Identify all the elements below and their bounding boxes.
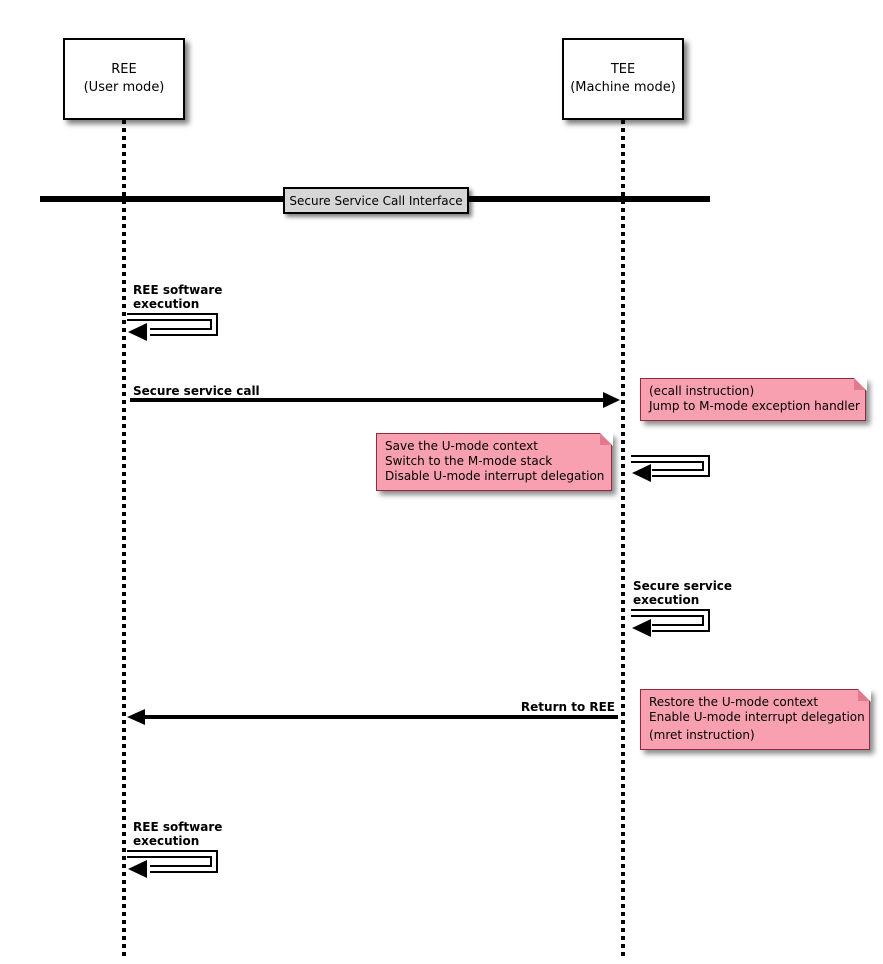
note-line: Enable U-mode interrupt delegation	[649, 710, 865, 724]
note-line: Disable U-mode interrupt delegation	[385, 469, 605, 483]
self-arrow-ree-software-1	[127, 313, 218, 341]
note-line: Restore the U-mode context	[649, 695, 819, 709]
actor-box-ree: REE (User mode)	[63, 38, 185, 120]
divider-label: Secure Service Call Interface	[283, 187, 469, 214]
self-arrow-tee-secure-execution	[631, 609, 710, 637]
message-label-line: execution	[133, 834, 200, 848]
divider-label-text: Secure Service Call Interface	[289, 193, 463, 208]
note-line: Switch to the M-mode stack	[385, 454, 553, 468]
actor-name-ree: REE	[111, 62, 137, 77]
note-save-u-mode-context: Save the U-mode context Switch to the M-…	[376, 432, 613, 491]
lifeline-tee	[621, 120, 625, 957]
note-restore-u-mode-context: Restore the U-mode context Enable U-mode…	[640, 688, 871, 750]
actor-mode-tee: (Machine mode)	[570, 80, 676, 95]
self-arrow-ree-software-2	[127, 850, 218, 878]
message-label-line: Secure service	[633, 579, 733, 593]
message-label-line: execution	[133, 297, 200, 311]
note-line: Jump to M-mode exception handler	[649, 399, 860, 413]
note-line: (mret instruction)	[649, 728, 755, 742]
note-ecall-instruction: (ecall instruction) Jump to M-mode excep…	[640, 377, 867, 421]
message-label-secure-service-call: Secure service call	[133, 384, 260, 398]
message-label-line: REE software	[133, 283, 223, 297]
actor-name-tee: TEE	[610, 62, 636, 77]
note-line: (ecall instruction)	[649, 384, 755, 398]
message-label-secure-service-execution: Secure service execution	[633, 579, 732, 607]
lifeline-ree	[122, 120, 126, 957]
actor-box-tee: TEE (Machine mode)	[562, 38, 684, 120]
message-label-return-to-ree: Return to REE	[520, 700, 615, 714]
message-label-line: REE software	[133, 820, 223, 834]
note-line: Save the U-mode context	[385, 439, 538, 453]
self-arrow-tee-save-context	[631, 455, 710, 482]
message-label-line: execution	[633, 593, 700, 607]
actor-mode-ree: (User mode)	[83, 80, 165, 95]
message-label-ree-software-execution-2: REE software execution	[133, 820, 222, 848]
message-label-ree-software-execution-1: REE software execution	[133, 283, 222, 311]
